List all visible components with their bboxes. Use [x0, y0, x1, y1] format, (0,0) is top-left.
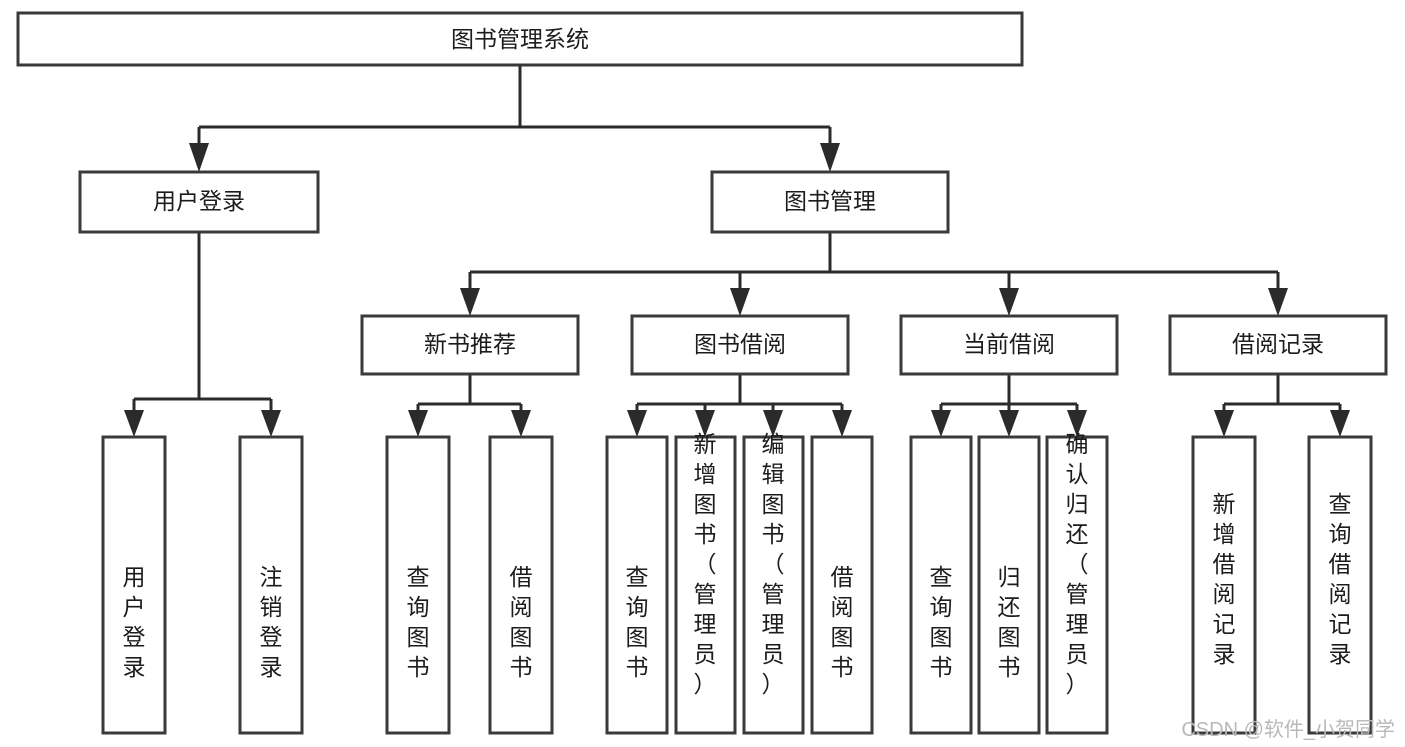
- arrowhead-bookborrow-leaf3: [763, 410, 783, 437]
- arrowhead-bookborrow-leaf2: [695, 410, 715, 437]
- arrowhead-book-manage: [820, 143, 840, 172]
- node-current-borrow-label: 当前借阅: [963, 331, 1055, 357]
- arrowhead-newbook-leaf1: [408, 410, 428, 437]
- leaf-newbook-borrow-book-box[interactable]: [488, 435, 554, 735]
- arrowhead-newbook-leaf2: [511, 410, 531, 437]
- arrowhead-bookborrow-leaf1: [627, 410, 647, 437]
- leaf-newbook-borrow-book-label: 借阅图书: [510, 564, 533, 680]
- arrowhead-leaf-user-login: [124, 410, 144, 437]
- leaf-bookborrow-edit-book[interactable]: 编辑图书（管理员）: [742, 431, 805, 735]
- leaf-bookborrow-add-book-label: 新增图书（管理员）: [694, 431, 717, 697]
- leaf-bookborrow-edit-book-box[interactable]: [742, 435, 805, 735]
- leaf-borrowrecord-add-record-label: 新增借阅记录: [1213, 491, 1236, 667]
- leaf-newbook-query-book[interactable]: 查询图书: [385, 435, 451, 735]
- node-new-book-recommend-box[interactable]: [360, 314, 580, 376]
- leaf-user-login-logout[interactable]: 注销登录: [238, 435, 304, 735]
- arrowhead-currentborrow-leaf1: [931, 410, 951, 437]
- node-new-book-recommend-label: 新书推荐: [424, 331, 516, 357]
- leaf-currentborrow-return-book-box[interactable]: [977, 435, 1041, 735]
- leaf-borrowrecord-add-record-box[interactable]: [1191, 435, 1257, 735]
- node-book-manage-label: 图书管理: [784, 188, 876, 214]
- leaf-currentborrow-return-book-label: 归还图书: [998, 564, 1021, 680]
- node-book-borrow-label: 图书借阅: [694, 331, 786, 357]
- leaf-bookborrow-borrow-book[interactable]: 借阅图书: [810, 435, 874, 735]
- leaf-bookborrow-query-book[interactable]: 查询图书: [605, 435, 669, 735]
- arrowhead-user-login: [189, 143, 209, 172]
- node-new-book-recommend[interactable]: 新书推荐: [360, 314, 580, 376]
- arrowhead-bookborrow-leaf4: [832, 410, 852, 437]
- node-user-login-box[interactable]: [78, 170, 320, 234]
- arrowhead-leaf-logout: [261, 410, 281, 437]
- csdn-watermark: CSDN @软件_小贺同学: [1181, 718, 1395, 741]
- node-book-manage[interactable]: 图书管理: [710, 170, 950, 234]
- node-book-manage-box[interactable]: [710, 170, 950, 234]
- leaf-bookborrow-query-book-box[interactable]: [605, 435, 669, 735]
- arrowhead-borrowrecord-leaf1: [1214, 410, 1234, 437]
- leaf-bookborrow-query-book-label: 查询图书: [626, 564, 649, 680]
- arrowhead-borrow-record: [1268, 288, 1288, 316]
- node-borrow-record-box[interactable]: [1168, 314, 1388, 376]
- node-book-borrow-box[interactable]: [630, 314, 850, 376]
- leaf-user-login-login-box[interactable]: [101, 435, 167, 735]
- leaf-currentborrow-query-book-label: 查询图书: [930, 564, 953, 680]
- leaf-user-login-logout-box[interactable]: [238, 435, 304, 735]
- leaf-borrowrecord-query-record[interactable]: 查询借阅记录: [1307, 435, 1373, 735]
- arrowhead-current-borrow: [999, 288, 1019, 316]
- leaf-user-login-login-label: 用户登录: [123, 564, 146, 680]
- node-root-system-label: 图书管理系统: [451, 26, 589, 52]
- leaf-bookborrow-borrow-book-box[interactable]: [810, 435, 874, 735]
- connector-layer: [124, 65, 1350, 437]
- node-current-borrow[interactable]: 当前借阅: [899, 314, 1119, 376]
- node-borrow-record-label: 借阅记录: [1232, 331, 1324, 357]
- leaf-newbook-query-book-box[interactable]: [385, 435, 451, 735]
- leaf-user-login-logout-label: 注销登录: [260, 564, 283, 680]
- node-borrow-record[interactable]: 借阅记录: [1168, 314, 1388, 376]
- node-current-borrow-box[interactable]: [899, 314, 1119, 376]
- leaf-currentborrow-return-book[interactable]: 归还图书: [977, 435, 1041, 735]
- leaf-bookborrow-edit-book-label: 编辑图书（管理员）: [762, 431, 785, 697]
- node-user-login[interactable]: 用户登录: [78, 170, 320, 234]
- node-user-login-label: 用户登录: [153, 188, 245, 214]
- node-root-system-box[interactable]: [16, 11, 1024, 67]
- leaf-currentborrow-query-book[interactable]: 查询图书: [909, 435, 973, 735]
- node-book-borrow[interactable]: 图书借阅: [630, 314, 850, 376]
- leaf-user-login-login[interactable]: 用户登录: [101, 435, 167, 735]
- leaf-borrowrecord-query-record-box[interactable]: [1307, 435, 1373, 735]
- arrowhead-borrowrecord-leaf2: [1330, 410, 1350, 437]
- arrowhead-currentborrow-leaf2: [999, 410, 1019, 437]
- leaf-bookborrow-add-book-box[interactable]: [674, 435, 737, 735]
- leaf-borrowrecord-query-record-label: 查询借阅记录: [1329, 491, 1352, 667]
- leaf-newbook-query-book-label: 查询图书: [407, 564, 430, 680]
- leaf-currentborrow-confirm-return-box[interactable]: [1045, 435, 1109, 735]
- leaf-bookborrow-borrow-book-label: 借阅图书: [831, 564, 854, 680]
- leaf-bookborrow-add-book[interactable]: 新增图书（管理员）: [674, 431, 737, 735]
- arrowhead-new-book: [460, 288, 480, 316]
- leaf-currentborrow-confirm-return-label: 确认归还（管理员）: [1066, 431, 1089, 697]
- leaf-borrowrecord-add-record[interactable]: 新增借阅记录: [1191, 435, 1257, 735]
- node-root-system[interactable]: 图书管理系统: [16, 11, 1024, 67]
- leaf-newbook-borrow-book[interactable]: 借阅图书: [488, 435, 554, 735]
- arrowhead-book-borrow: [730, 288, 750, 316]
- leaf-currentborrow-confirm-return[interactable]: 确认归还（管理员）: [1045, 431, 1109, 735]
- arrowhead-currentborrow-leaf3: [1067, 410, 1087, 437]
- leaf-currentborrow-query-book-box[interactable]: [909, 435, 973, 735]
